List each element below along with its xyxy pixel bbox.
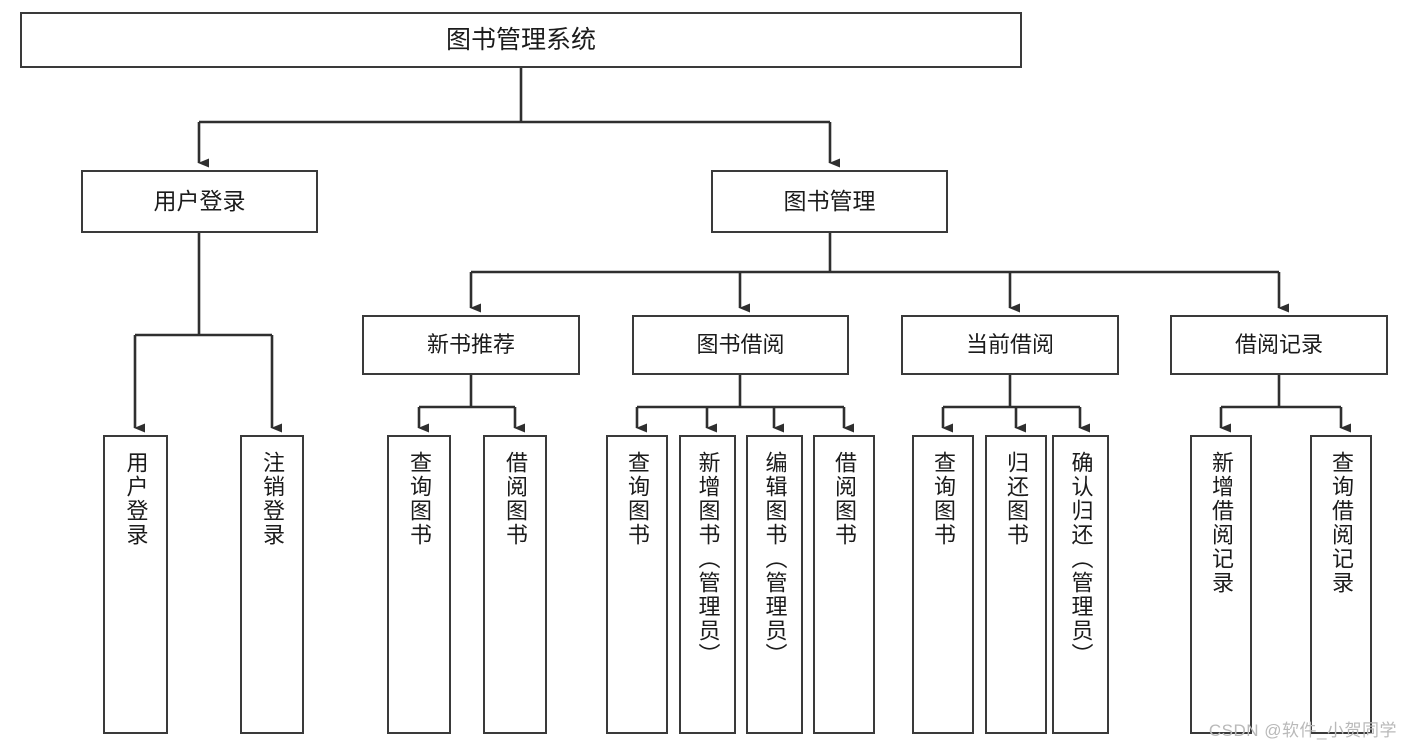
leaf-current-confirm-return-admin[interactable]: 确认归还（管理员） (1052, 435, 1109, 734)
node-label: 用户登录 (123, 451, 149, 547)
node-label: 图书管理 (783, 188, 876, 215)
leaf-borrow-add-book-admin[interactable]: 新增图书（管理员） (679, 435, 736, 734)
node-label: 查询图书 (931, 451, 956, 547)
node-book-manage[interactable]: 图书管理 (711, 170, 948, 233)
node-root-system[interactable]: 图书管理系统 (20, 12, 1022, 68)
node-label: 当前借阅 (965, 332, 1054, 358)
node-label: 查询借阅记录 (1329, 451, 1354, 595)
leaf-recommend-borrow-book[interactable]: 借阅图书 (483, 435, 547, 734)
node-user-login[interactable]: 用户登录 (81, 170, 318, 233)
watermark: CSDN @软件_小贺同学 (1208, 721, 1397, 740)
node-borrow-record[interactable]: 借阅记录 (1170, 315, 1388, 375)
node-label: 查询图书 (407, 451, 432, 547)
node-current-borrow[interactable]: 当前借阅 (901, 315, 1119, 375)
node-label: 新书推荐 (426, 332, 515, 358)
leaf-user-login[interactable]: 用户登录 (103, 435, 168, 734)
leaf-borrow-lend-book[interactable]: 借阅图书 (813, 435, 875, 734)
node-book-borrow[interactable]: 图书借阅 (632, 315, 849, 375)
node-new-book-recommend[interactable]: 新书推荐 (362, 315, 580, 375)
leaf-borrow-edit-book-admin[interactable]: 编辑图书（管理员） (746, 435, 803, 734)
leaf-borrow-query-book[interactable]: 查询图书 (606, 435, 668, 734)
node-label: 借阅图书 (832, 451, 857, 547)
node-label: 查询图书 (625, 451, 650, 547)
node-label: 编辑图书（管理员） (762, 451, 788, 667)
leaf-recommend-query-book[interactable]: 查询图书 (387, 435, 451, 734)
leaf-current-return-book[interactable]: 归还图书 (985, 435, 1047, 734)
node-label: 借阅记录 (1234, 332, 1323, 358)
node-label: 用户登录 (153, 188, 246, 215)
node-label: 新增图书（管理员） (695, 451, 721, 667)
leaf-record-query-borrow-record[interactable]: 查询借阅记录 (1310, 435, 1372, 734)
node-label: 新增借阅记录 (1209, 451, 1234, 595)
leaf-user-logout[interactable]: 注销登录 (240, 435, 304, 734)
node-label: 归还图书 (1004, 451, 1029, 547)
node-label: 注销登录 (260, 451, 285, 547)
leaf-current-query-book[interactable]: 查询图书 (912, 435, 974, 734)
leaf-record-add-borrow-record[interactable]: 新增借阅记录 (1190, 435, 1252, 734)
node-label: 图书管理系统 (445, 25, 596, 54)
node-label: 图书借阅 (696, 332, 785, 358)
node-label: 借阅图书 (503, 451, 528, 547)
node-label: 确认归还（管理员） (1068, 451, 1094, 667)
